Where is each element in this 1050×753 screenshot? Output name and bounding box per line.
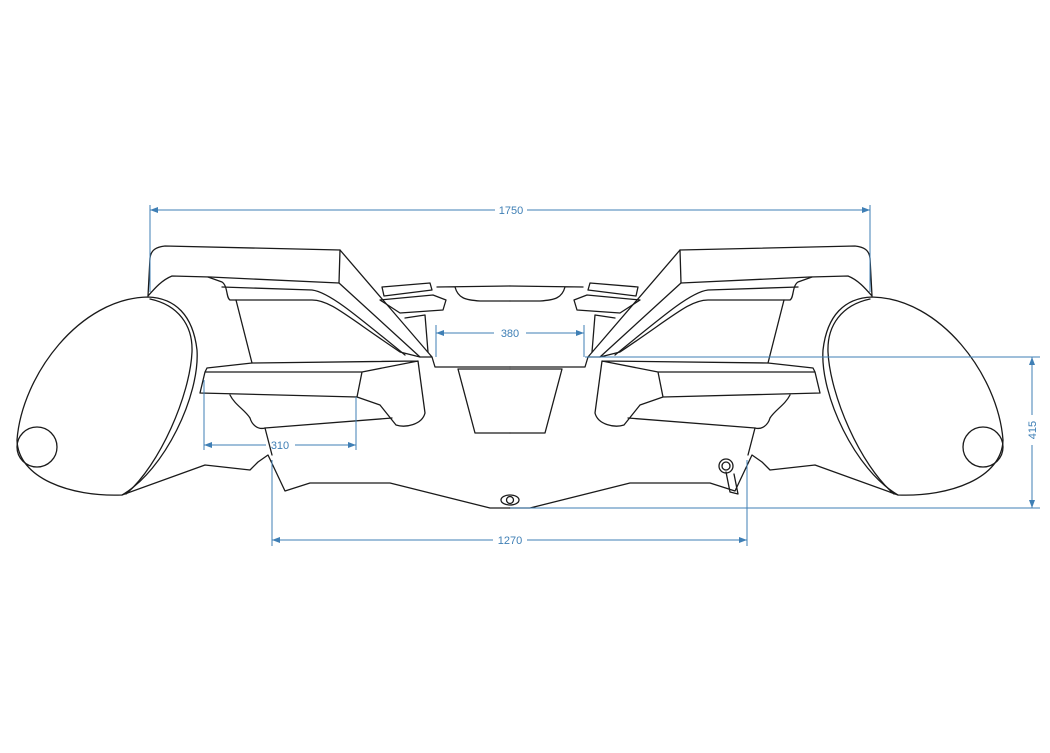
left-tube <box>16 296 198 496</box>
dimension-seat-depth: 310 <box>203 380 357 452</box>
dimension-transom-inner: 380 <box>435 325 585 357</box>
drain-plug-icon <box>718 458 739 495</box>
dimension-height: 415 <box>510 356 1040 509</box>
svg-text:1270: 1270 <box>498 535 522 547</box>
dimension-hull-bottom: 1270 <box>271 460 748 547</box>
svg-text:380: 380 <box>501 328 519 340</box>
left-tube-rim <box>125 298 193 495</box>
transom <box>431 356 511 434</box>
boat-left-half <box>16 245 511 509</box>
svg-text:415: 415 <box>1027 421 1039 439</box>
svg-text:310: 310 <box>271 440 289 452</box>
brand-logo-icon <box>500 494 520 506</box>
left-hull-side <box>121 454 511 509</box>
left-tube-cone <box>16 426 58 468</box>
left-seat <box>199 360 426 427</box>
svg-text:1750: 1750 <box>499 205 523 217</box>
dimension-overall-width: 1750 <box>149 205 871 292</box>
left-upper-deck <box>147 245 341 297</box>
center-top-panel <box>436 285 511 302</box>
